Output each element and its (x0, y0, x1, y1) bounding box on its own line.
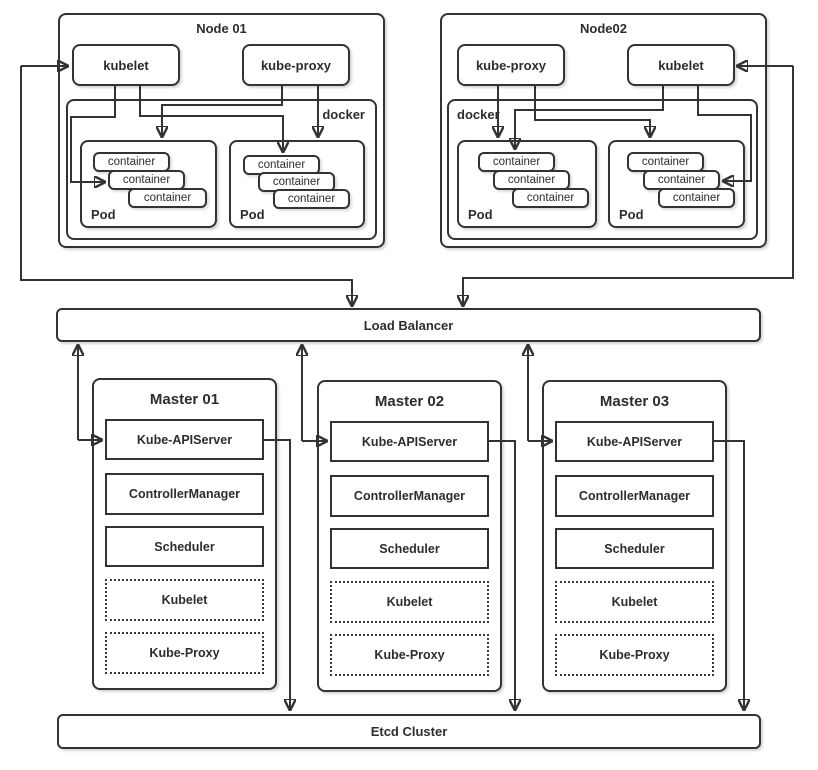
node01-kubelet-box: kubelet (72, 44, 180, 86)
master01-kubelet-box: Kubelet (105, 579, 264, 621)
master03-kubelet-label: Kubelet (611, 595, 658, 609)
node02-title: Node02 (580, 21, 627, 36)
load-balancer-label: Load Balancer (363, 317, 454, 333)
master03-controllermanager-box: ControllerManager (555, 475, 714, 517)
node01-pod2-container-3: container (273, 189, 350, 209)
master01-kube-apiserver-box: Kube-APIServer (105, 419, 264, 460)
master03-kube-proxy-box: Kube-Proxy (555, 634, 714, 676)
master02-kube-proxy-label: Kube-Proxy (374, 648, 445, 662)
master01-kube-proxy-label: Kube-Proxy (149, 646, 220, 660)
node01-pod1-container-1: container (93, 152, 170, 172)
master01-kube-proxy-box: Kube-Proxy (105, 632, 264, 674)
master02-kubelet-box: Kubelet (330, 581, 489, 623)
node01-title: Node 01 (196, 21, 247, 36)
master03-kubelet-box: Kubelet (555, 581, 714, 623)
master02-controllermanager-box: ControllerManager (330, 475, 489, 517)
container-label: container (272, 176, 321, 188)
master01-scheduler-label: Scheduler (154, 539, 215, 554)
master03-scheduler-label: Scheduler (604, 541, 665, 556)
master02-title: Master 02 (374, 393, 445, 410)
master01-controllermanager-label: ControllerManager (128, 487, 241, 501)
master03-kube-proxy-label: Kube-Proxy (599, 648, 670, 662)
master03-scheduler-box: Scheduler (555, 528, 714, 569)
master01-kubelet-label: Kubelet (161, 593, 208, 607)
master03-kube-apiserver-box: Kube-APIServer (555, 421, 714, 462)
node02-pod1-label: Pod (468, 207, 493, 222)
master02-kube-apiserver-label: Kube-APIServer (361, 434, 458, 449)
node02-kubelet-box: kubelet (627, 44, 735, 86)
node02-kube-proxy-label: kube-proxy (475, 57, 547, 73)
master02-kube-apiserver-box: Kube-APIServer (330, 421, 489, 462)
node02-pod2-container-1: container (627, 152, 704, 172)
container-label: container (657, 174, 706, 186)
container-label: container (492, 156, 541, 168)
node02-pod1-container-1: container (478, 152, 555, 172)
container-label: container (287, 193, 336, 205)
node02-pod2-container-3: container (658, 188, 735, 208)
master03-controllermanager-label: ControllerManager (578, 489, 691, 503)
master01-title: Master 01 (149, 391, 220, 408)
node01-docker-label: docker (322, 107, 365, 122)
master01-controllermanager-box: ControllerManager (105, 473, 264, 515)
master02-controllermanager-label: ControllerManager (353, 489, 466, 503)
master02-scheduler-box: Scheduler (330, 528, 489, 569)
node01-pod1-container-2: container (108, 170, 185, 190)
node02-pod1-container-2: container (493, 170, 570, 190)
container-label: container (672, 192, 721, 204)
master02-kube-proxy-box: Kube-Proxy (330, 634, 489, 676)
master02-scheduler-label: Scheduler (379, 541, 440, 556)
node02-docker-label: docker (457, 107, 500, 122)
node01-pod1-label: Pod (91, 207, 116, 222)
etcd-cluster-label: Etcd Cluster (370, 724, 448, 739)
container-label: container (107, 156, 156, 168)
container-label: container (526, 192, 575, 204)
container-label: container (143, 192, 192, 204)
master02-kubelet-label: Kubelet (386, 595, 433, 609)
node02-kube-proxy-box: kube-proxy (457, 44, 565, 86)
node02-pod2-container-2: container (643, 170, 720, 190)
node01-kubelet-label: kubelet (103, 57, 149, 73)
load-balancer-bar: Load Balancer (56, 308, 761, 342)
container-label: container (641, 156, 690, 168)
node01-pod2-label: Pod (240, 207, 265, 222)
master03-kube-apiserver-label: Kube-APIServer (586, 434, 683, 449)
node01-kube-proxy-label: kube-proxy (260, 57, 332, 73)
node02-pod2-label: Pod (619, 207, 644, 222)
container-label: container (122, 174, 171, 186)
container-label: container (257, 159, 306, 171)
etcd-cluster-bar: Etcd Cluster (57, 714, 761, 749)
node02-pod1-container-3: container (512, 188, 589, 208)
node01-pod1-container-3: container (128, 188, 207, 208)
master01-scheduler-box: Scheduler (105, 526, 264, 567)
container-label: container (507, 174, 556, 186)
node02-kubelet-label: kubelet (658, 57, 704, 73)
master01-kube-apiserver-label: Kube-APIServer (136, 432, 233, 447)
master03-title: Master 03 (599, 393, 670, 410)
node01-kube-proxy-box: kube-proxy (242, 44, 350, 86)
